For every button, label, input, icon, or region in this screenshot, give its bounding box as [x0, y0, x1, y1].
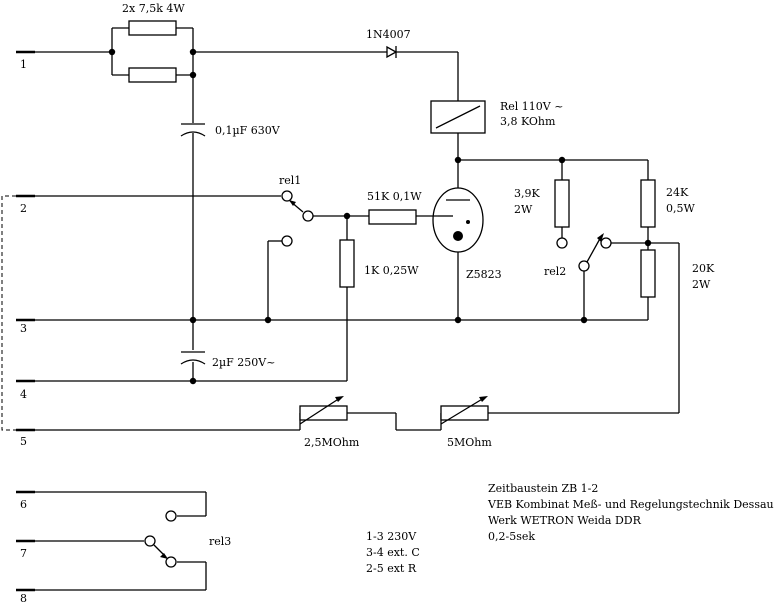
terminal-2-label: 2 — [20, 202, 27, 215]
potentiometer-5mohm — [440, 396, 489, 425]
terminal-stubs — [16, 50, 35, 592]
relay-contact-rel3 — [35, 491, 207, 591]
info-time-range: 0,2-5sek — [488, 530, 535, 543]
terminal-8-label: 8 — [20, 592, 27, 604]
resistor-24k-label-line2: 0,5W — [666, 202, 695, 215]
series-resistor-label: 51K 0,1W — [367, 190, 422, 203]
resistor-24k — [640, 179, 656, 228]
resistor-24k-label-line1: 24K — [666, 186, 689, 199]
terminal-4-label: 4 — [20, 388, 27, 401]
input-resistor-network — [35, 20, 197, 83]
relay-contact-rel2 — [556, 233, 612, 272]
rel3-label: rel3 — [209, 535, 231, 548]
terminal-7-label: 7 — [20, 547, 27, 560]
relay-coil-label-line2: 3,8 KOhm — [500, 115, 556, 128]
relay-coil — [430, 100, 486, 134]
rel2-label: rel2 — [544, 265, 566, 278]
resistor-20k — [640, 249, 656, 298]
resistor-51k — [368, 209, 417, 225]
note-1-3: 1-3 230V — [366, 530, 417, 543]
terminal-1-label: 1 — [20, 58, 27, 71]
terminal-6-label: 6 — [20, 498, 27, 511]
relay-coil-label-line1: Rel 110V ~ — [500, 100, 563, 113]
potentiometer-2-5mohm — [299, 396, 348, 425]
info-title: Zeitbaustein ZB 1-2 — [488, 482, 598, 495]
resistor-1k — [339, 239, 355, 288]
resistor-3k9-label-line1: 3,9K — [514, 187, 540, 200]
pot-2-label: 5MOhm — [447, 436, 492, 449]
thyratron-tube-z5823 — [432, 187, 484, 253]
terminal-3-label: 3 — [20, 322, 27, 335]
note-2-5: 2-5 ext R — [366, 562, 417, 575]
resistor-7k5-a — [128, 20, 177, 36]
capacitor-0-1uf — [180, 123, 206, 137]
resistor-20k-label-line2: 2W — [692, 278, 711, 291]
info-works: Werk WETRON Weida DDR — [488, 514, 642, 527]
pot-1-label: 2,5MOhm — [304, 436, 360, 449]
resistor-20k-label-line1: 20K — [692, 262, 715, 275]
capacitor-2uf — [180, 351, 206, 365]
info-manufacturer: VEB Kombinat Meß- und Regelungstechnik D… — [487, 498, 774, 511]
note-3-4: 3-4 ext. C — [366, 546, 420, 559]
terminal-5-label: 5 — [20, 435, 27, 448]
resistor-7k5-b — [128, 67, 177, 83]
external-link-dashed — [1, 195, 16, 431]
diode-1n4007 — [386, 45, 398, 59]
resistor-3k9 — [554, 179, 570, 228]
resistor-3k9-label-line2: 2W — [514, 203, 533, 216]
input-resistors-label: 2x 7,5k 4W — [122, 2, 185, 15]
relay-contact-rel1 — [281, 190, 314, 247]
diode-label: 1N4007 — [366, 28, 411, 41]
rel1-label: rel1 — [279, 174, 301, 187]
resistor-1k-label: 1K 0,25W — [364, 264, 419, 277]
capacitor-2-label: 2µF 250V~ — [212, 356, 275, 369]
thyratron-label: Z5823 — [466, 268, 502, 281]
capacitor-1-label: 0,1µF 630V — [215, 124, 281, 137]
